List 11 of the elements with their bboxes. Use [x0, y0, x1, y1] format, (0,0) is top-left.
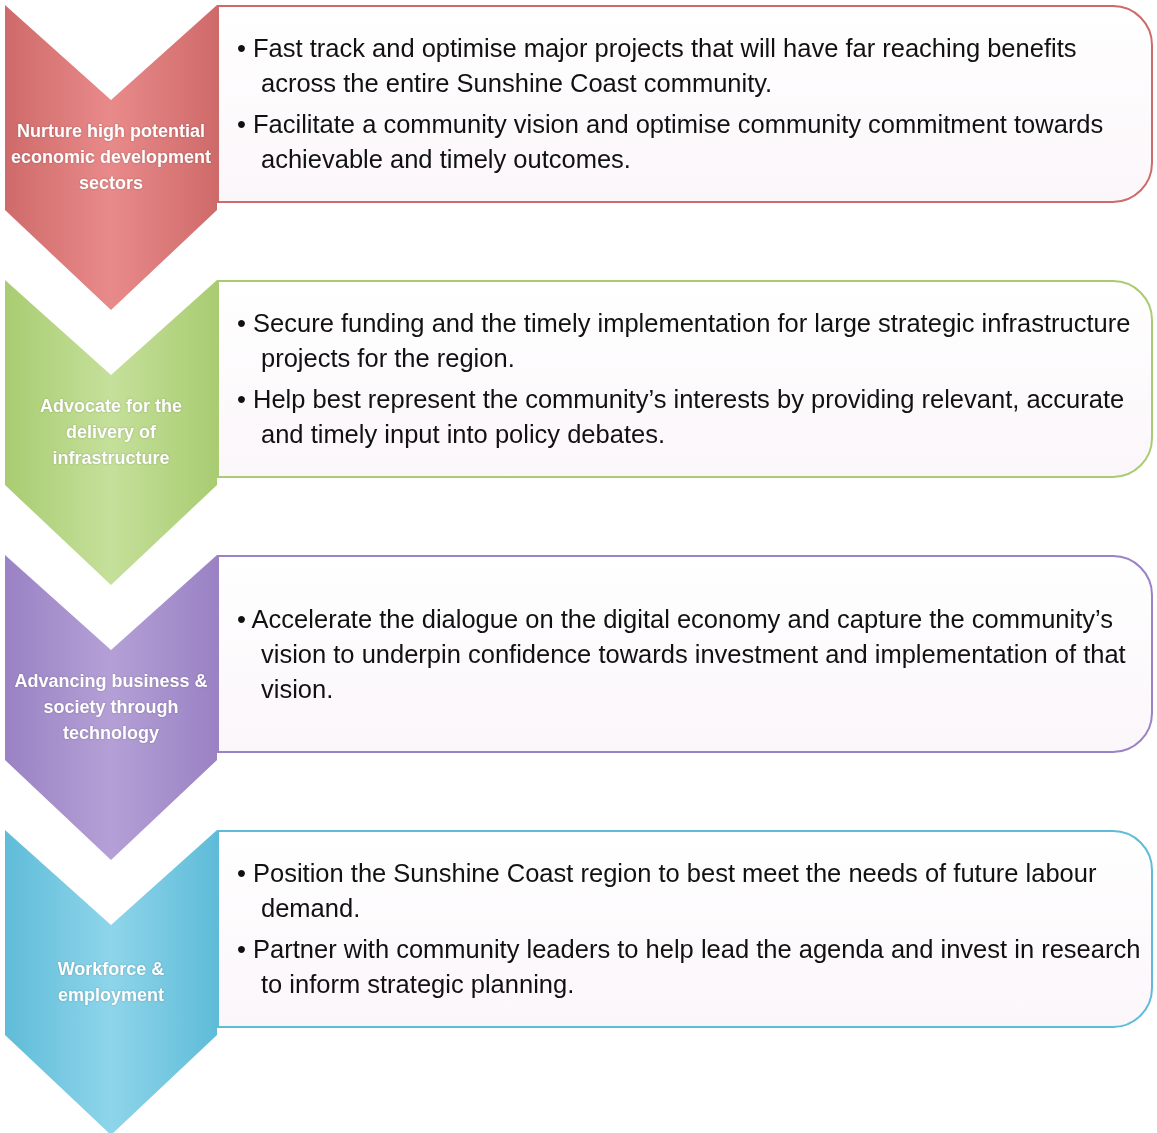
- bullet-point: • Accelerate the dialogue on the digital economy and capture the community’s vision to underpin confidence towards investment and implementation of that vision.: [237, 603, 1127, 705]
- chevron-label: Advancing business & society through technology: [13, 670, 209, 745]
- bullet-point: • Fast track and optimise major projects that will have far reaching benefits across the entire Sunshine Coast community.: [237, 33, 1078, 99]
- bullet-point: • Facilitate a community vision and optimise community commitment towards achievable and timely outcomes.: [237, 109, 1105, 175]
- chevron-label: Nurture high potential economic development sectors: [9, 120, 213, 195]
- bullet-point: • Secure funding and the timely implementation for large strategic infrastructure projects for the region.: [237, 308, 1132, 374]
- chevron-label: Advocate for the delivery of infrastructure: [39, 395, 183, 470]
- chevron-label: Workforce & employment: [56, 958, 166, 1007]
- bullet-point: • Partner with community leaders to help lead the agenda and invest in research to inform strategic planning.: [237, 934, 1142, 1000]
- bullet-point: • Help best represent the community’s interests by providing relevant, accurate and timely input into policy debates.: [237, 384, 1126, 450]
- bullet-point: • Position the Sunshine Coast region to best meet the needs of future labour demand.: [237, 858, 1098, 924]
